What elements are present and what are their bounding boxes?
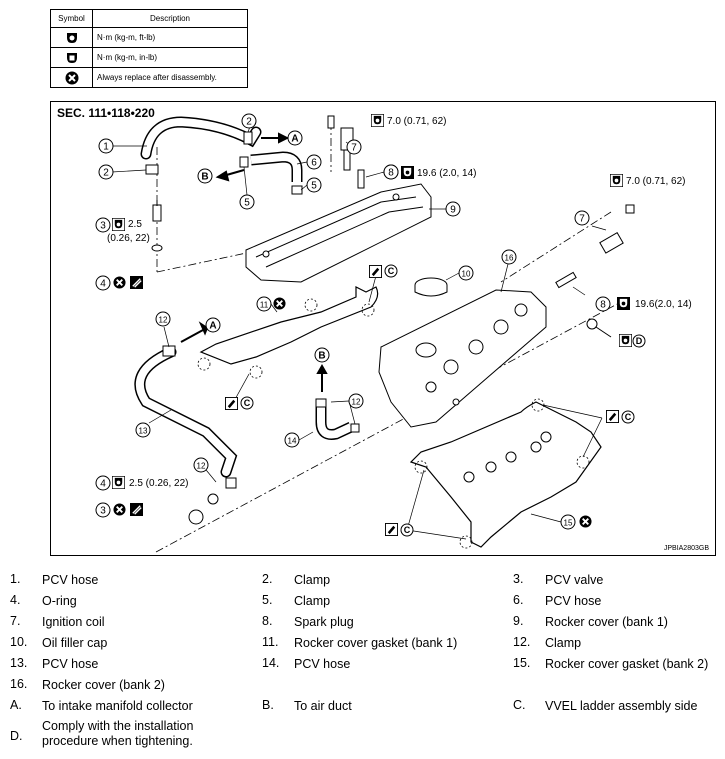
callout-10: 10 [462,270,471,279]
oil-filler-cap [414,277,448,297]
legend-item: 12.Clamp [513,635,582,650]
callout-12: 12 [197,462,206,471]
callout-6: 6 [311,158,317,169]
callout-5: 5 [311,181,317,192]
ignition-coil-7-lower [599,204,635,254]
flow-arrows [180,132,328,392]
legend-item: 15.Rocker cover gasket (bank 2) [513,656,709,671]
legend-item: 14.PCV hose [262,656,351,671]
symbol-row: Always replace after disassembly. [50,67,248,88]
callout-12: 12 [159,316,168,325]
callout-2: 2 [103,168,109,179]
bolt-d [586,318,612,338]
callout-9: 9 [450,205,456,216]
callout-c: C [404,525,411,535]
callout-13: 13 [139,427,148,436]
legend-item: 6.PCV hose [513,593,602,608]
legend-item: 2.Clamp [262,572,331,587]
callout-c: C [388,266,395,276]
callout-14: 14 [288,437,297,446]
callout-12: 12 [352,398,361,407]
callout-4: 4 [100,279,106,290]
spark-plug-8-upper [357,169,365,189]
torque-3-upper-line2: (0.26, 22) [107,233,150,244]
rocker-cover-gasket-bank-2 [409,401,602,548]
callout-c: C [625,412,632,422]
pcv-valve-3-lower [188,493,219,525]
clamp-12-a [162,345,176,357]
figure-id: JPBIA2803GB [663,545,709,552]
torque-wrench-icon [66,32,77,43]
clamp-5-left [239,156,249,168]
clamp-5 [291,185,303,195]
callout-8: 8 [600,300,606,311]
torque-3-upper-line1: 2.5 [128,219,142,230]
clamp-12-b [225,477,237,489]
torque-7-lower: 7.0 (0.71, 62) [626,176,685,187]
callout-11: 11 [260,301,269,310]
symbol-column-header: Symbol [50,9,93,28]
callout-16: 16 [505,254,514,263]
legend-item: 9.Rocker cover (bank 1) [513,614,668,629]
callout-3: 3 [100,506,106,517]
callout-b: B [201,172,208,183]
rocker-cover-bank-1 [245,183,432,283]
legend-item: 4.O-ring [10,593,77,608]
callout-b: B [318,351,325,362]
callout-c: C [244,398,251,408]
torque-3-lower: 2.5 (0.26, 22) [129,478,188,489]
pcv-hose-13 [134,346,238,478]
symbol-description: N·m (kg-m, ft-lb) [92,27,248,48]
callout-1: 1 [103,142,109,153]
legend-item: D.Comply with the installation procedure… [10,719,194,748]
callout-7: 7 [579,214,585,225]
callout-a: A [291,134,298,145]
symbol-row: N·m (kg-m, in-lb) [50,47,248,68]
callout-2: 2 [246,117,252,128]
callout-7: 7 [351,143,357,154]
legend-item: 5.Clamp [262,593,331,608]
legend-item: 13.PCV hose [10,656,99,671]
clamp-12-c [315,398,327,408]
legend-item: 10.Oil filler cap [10,635,108,650]
pcv-valve-3 [151,200,163,252]
spec-badges [112,114,632,536]
legend-item: 3.PCV valve [513,572,604,587]
legend-item: 16.Rocker cover (bank 2) [10,677,165,692]
section-title: SEC. 111•118•220 [57,106,155,120]
rocker-cover-bank-2 [378,289,547,428]
always-replace-icon [65,71,78,84]
legend-item: 7.Ignition coil [10,614,105,629]
symbol-row: N·m (kg-m, ft-lb) [50,27,248,48]
rocker-cover-gasket-bank-1 [199,286,379,365]
legend-item: 1.PCV hose [10,572,99,587]
description-column-header: Description [92,9,248,28]
torque-8-upper: 19.6 (2.0, 14) [417,168,476,179]
clamp-2 [145,164,159,175]
legend-item: 8.Spark plug [262,614,354,629]
callout-3: 3 [100,221,106,232]
diagram-drawing: 1 2 2 6 5 5 7 8 9 10 16 11 12 13 12 12 1… [95,113,692,553]
legend-item: C.VVEL ladder assembly side [513,698,698,713]
torque-7-upper: 7.0 (0.71, 62) [387,116,446,127]
legend-item: 11.Rocker cover gasket (bank 1) [262,635,458,650]
symbol-table-header: Symbol Description [50,9,248,28]
callout-4: 4 [100,479,106,490]
callout-8: 8 [388,168,394,179]
torque-8-lower: 19.6(2.0, 14) [635,299,692,310]
symbol-table: Symbol Description N·m (kg-m, ft-lb) N·m… [50,9,248,88]
torque-wrench-inlb-icon [66,52,77,63]
callout-d: D [636,336,643,346]
symbol-description: Always replace after disassembly. [92,67,248,88]
spark-plug-8-lower [555,271,577,289]
callout-5: 5 [244,198,250,209]
callout-a: A [209,321,216,332]
exploded-view-diagram: SEC. 111•118•220 JPBIA2803GB [50,101,716,556]
legend-item: B.To air duct [262,698,352,713]
callout-15: 15 [564,519,573,528]
legend-item: A.To intake manifold collector [10,698,193,713]
symbol-description: N·m (kg-m, in-lb) [92,47,248,68]
clamp-12-d [350,423,360,433]
clamp-2-upper [243,131,253,145]
